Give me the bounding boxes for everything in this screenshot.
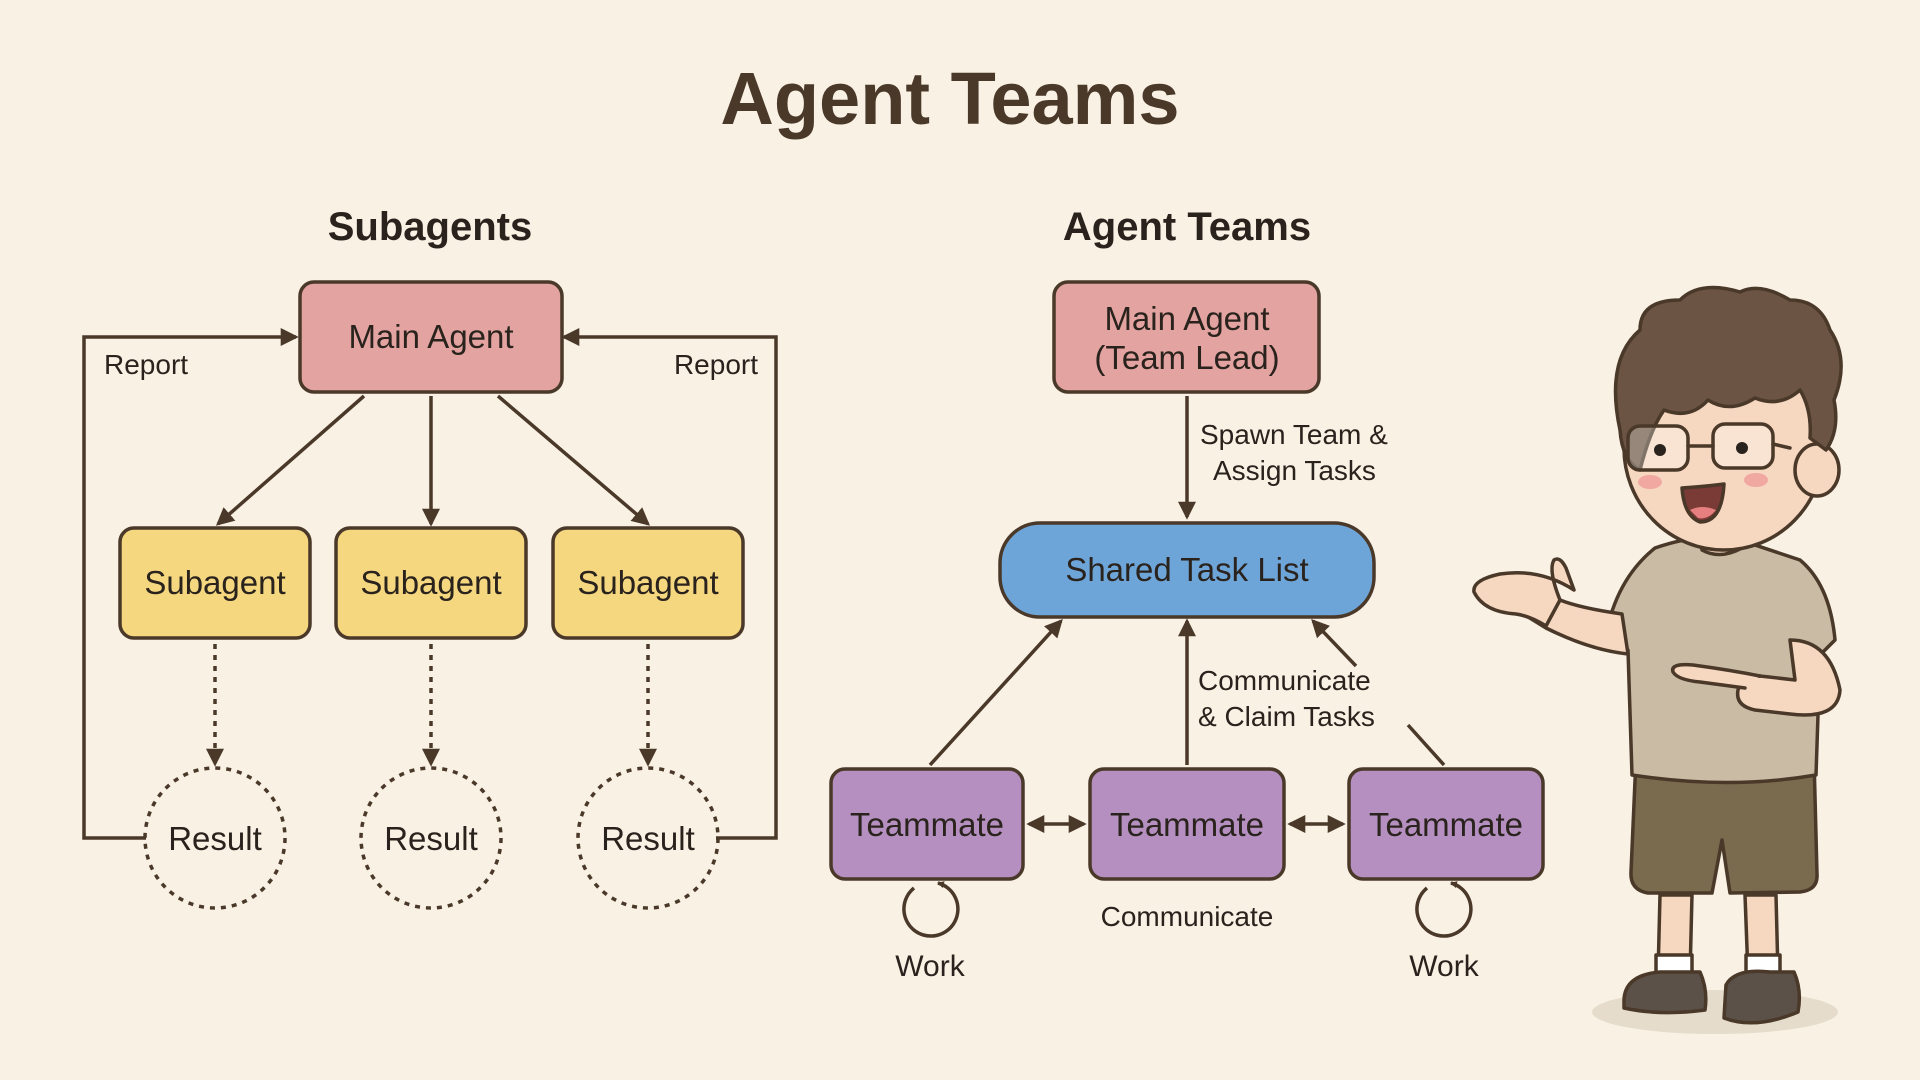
teammate-box-3 (1347, 767, 1545, 881)
main-to-subagent-3 (496, 394, 651, 526)
teammate-box-2 (1088, 767, 1286, 881)
team-lead-box (1052, 280, 1321, 394)
report-line-left (82, 328, 299, 840)
report-label-left: Report (104, 349, 188, 380)
subagent-label-1: Subagent (144, 564, 285, 601)
report-label-right: Report (674, 349, 758, 380)
claim-label-2: & Claim Tasks (1198, 701, 1375, 732)
work-loop-right-icon (1415, 881, 1473, 938)
work-label-left: Work (895, 950, 965, 983)
teammate-label-2: Teammate (1110, 806, 1264, 843)
result-label-3: Result (601, 820, 695, 857)
subagent-label-3: Subagent (577, 564, 718, 601)
teammate-1-to-task-list (928, 619, 1063, 767)
spawn-label-2: Assign Tasks (1213, 455, 1376, 486)
result-label-1: Result (168, 820, 262, 857)
main-agent-box (298, 280, 564, 394)
presenter-character-illustration (1472, 285, 1843, 1034)
subagent-label-2: Subagent (360, 564, 501, 601)
result-circle-3 (576, 766, 720, 910)
claim-label-1: Communicate (1198, 665, 1371, 696)
subagent-box-3 (551, 526, 745, 640)
page-title: Agent Teams (720, 57, 1179, 140)
team-lead-label-1: Main Agent (1104, 300, 1269, 337)
agent-teams-heading: Agent Teams (1063, 205, 1311, 249)
work-label-right: Work (1409, 950, 1479, 983)
shared-task-list-label: Shared Task List (1065, 551, 1308, 588)
communicate-label: Communicate (1101, 901, 1274, 932)
result-circle-2 (359, 766, 503, 910)
teammate-box-1 (829, 767, 1025, 881)
teammate-3-to-task-list (1313, 621, 1446, 767)
report-line-right (561, 328, 778, 840)
subagent-box-2 (334, 526, 528, 640)
result-label-2: Result (384, 820, 478, 857)
result-circle-1 (143, 766, 287, 910)
subagent-box-1 (118, 526, 312, 640)
team-lead-label-2: (Team Lead) (1094, 339, 1279, 376)
subagents-heading: Subagents (328, 205, 532, 249)
work-loop-left-icon (902, 881, 960, 938)
shared-task-list-box (998, 521, 1376, 619)
main-to-subagent-1 (215, 394, 366, 526)
teammate-label-1: Teammate (850, 806, 1004, 843)
teammate-label-3: Teammate (1369, 806, 1523, 843)
main-agent-label: Main Agent (348, 318, 513, 355)
spawn-label-1: Spawn Team & (1200, 419, 1388, 450)
subagents-panel: Subagents Report Report Main Agent Subag… (82, 205, 778, 910)
agent-teams-panel: Agent Teams Main Agent (Team Lead) Spawn… (829, 205, 1545, 983)
